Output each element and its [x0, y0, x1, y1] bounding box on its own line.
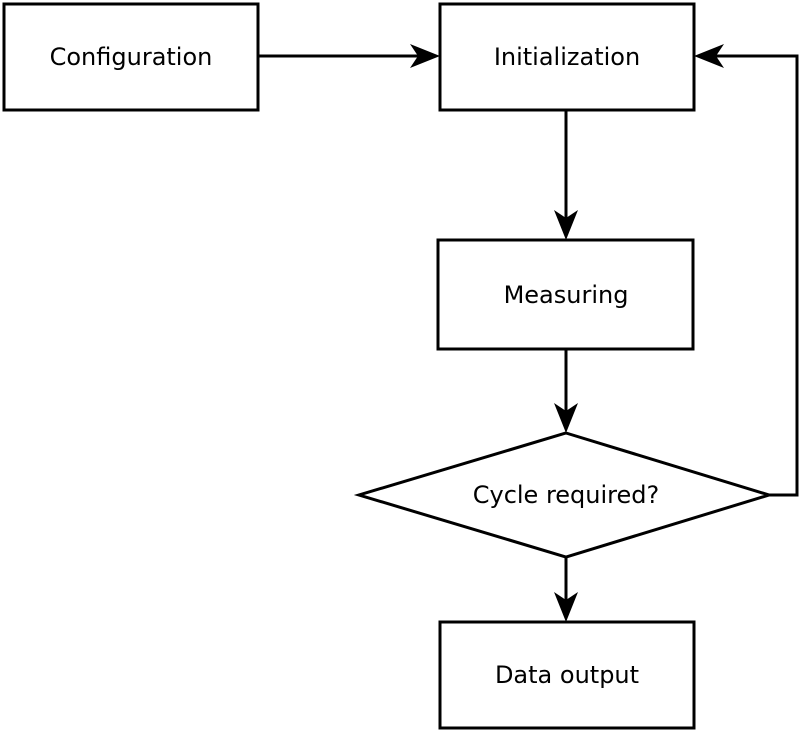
arrowhead-down-icon	[554, 210, 578, 240]
arrowhead-down-icon	[554, 592, 578, 622]
cycle-required-label: Cycle required?	[473, 481, 660, 509]
node-data-output: Data output	[438, 620, 696, 730]
measuring-box	[436, 238, 695, 351]
arrowhead-down-icon	[554, 403, 578, 433]
nodes-layer: Configuration Initialization Measuring C…	[2, 2, 775, 730]
node-measuring: Measuring	[436, 238, 695, 351]
cycle-required-diamond	[353, 431, 775, 559]
node-cycle-required-decision: Cycle required?	[353, 431, 775, 559]
data-output-box	[438, 620, 696, 730]
edges-layer	[258, 44, 799, 622]
arrowhead-right-icon	[410, 44, 440, 68]
initialization-label: Initialization	[494, 43, 640, 71]
configuration-label: Configuration	[50, 43, 213, 71]
edge-decision-loop-to-initialization	[712, 54, 799, 497]
data-output-label: Data output	[495, 661, 639, 689]
configuration-box	[2, 2, 260, 112]
measuring-label: Measuring	[504, 281, 629, 309]
initialization-box	[438, 2, 696, 112]
node-configuration: Configuration	[2, 2, 260, 112]
arrowhead-left-icon	[694, 44, 724, 68]
node-initialization: Initialization	[438, 2, 696, 112]
